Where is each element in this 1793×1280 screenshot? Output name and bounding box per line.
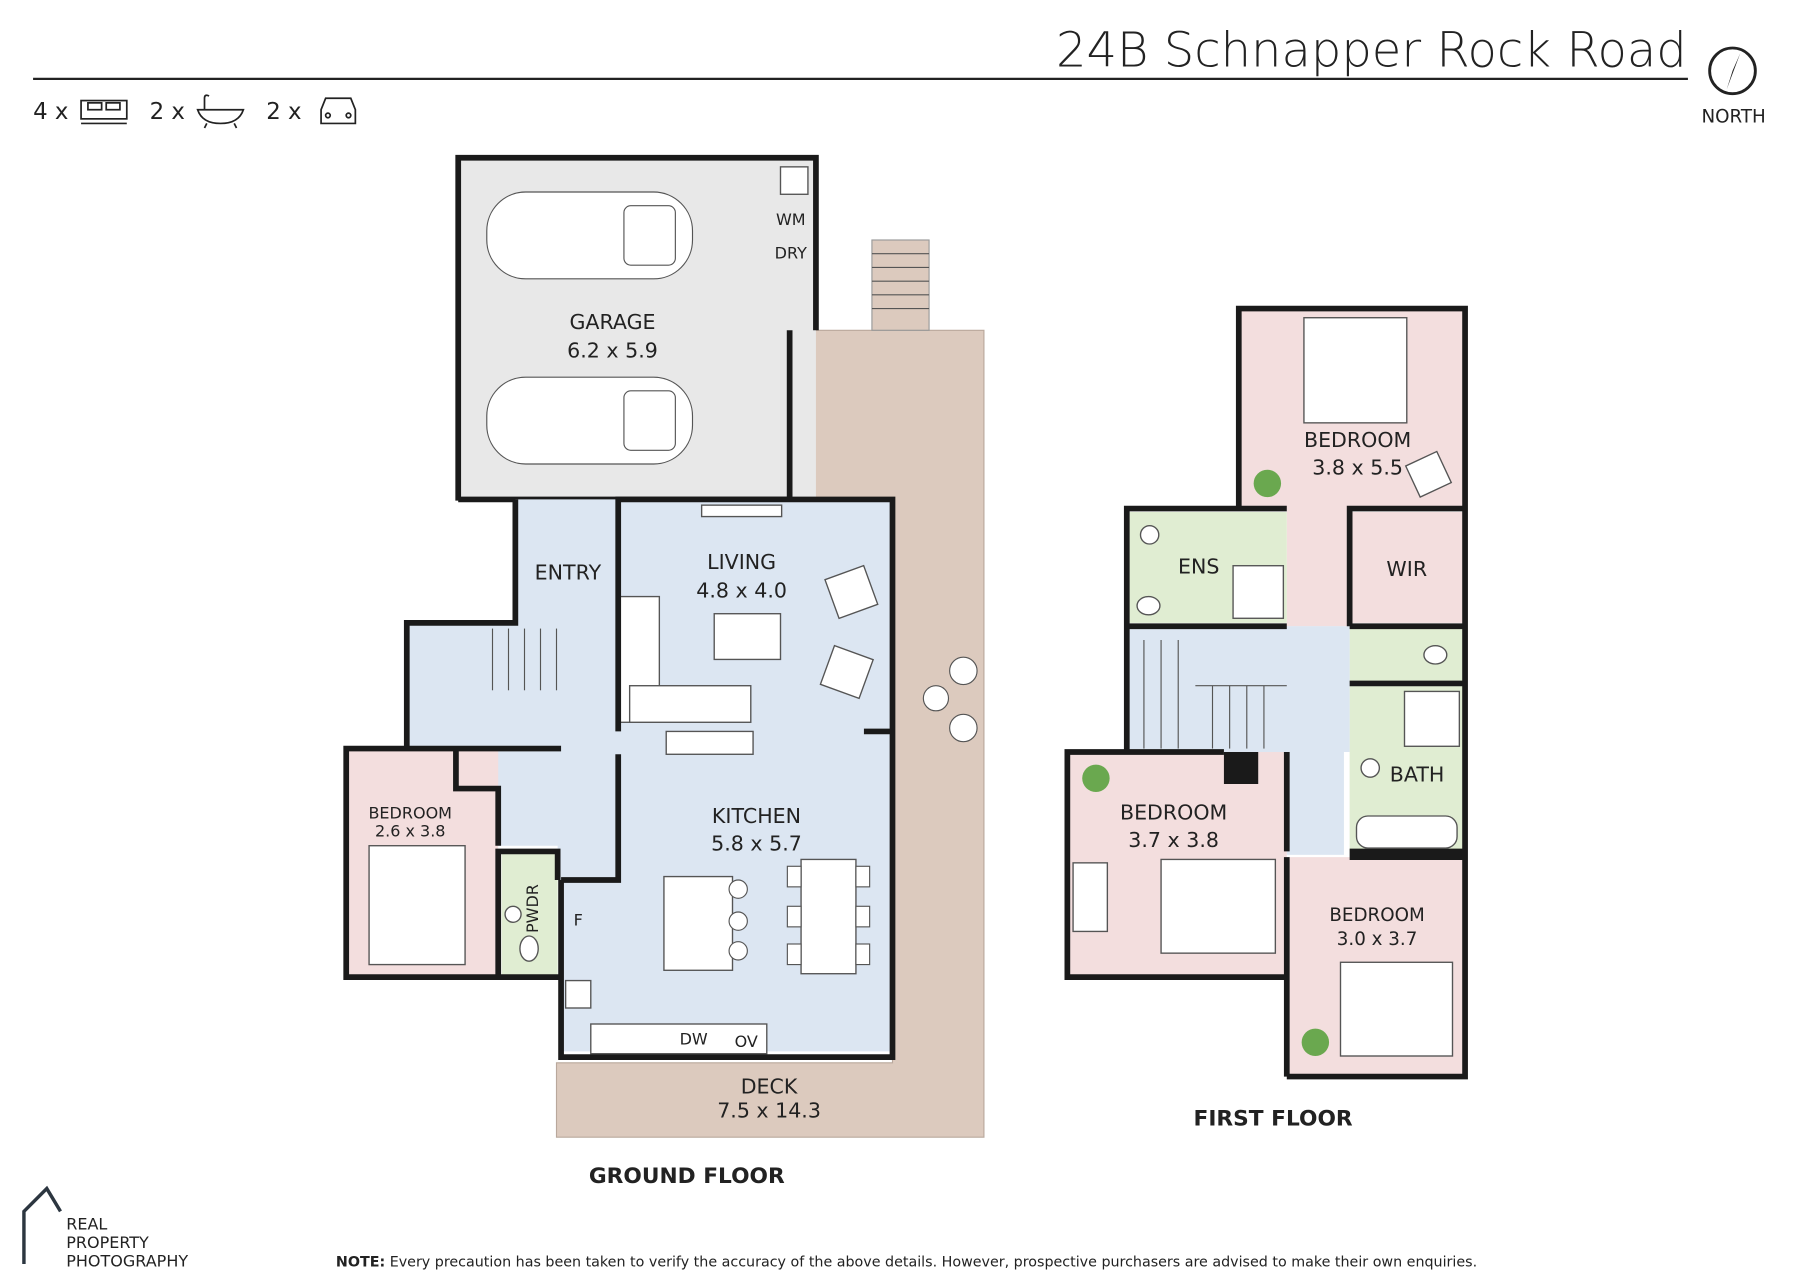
master-bedroom-label: BEDROOM — [1304, 428, 1411, 452]
bed-icon — [1339, 961, 1454, 1057]
kitchen-label: KITCHEN — [712, 804, 801, 828]
deck-area: DECK 7.5 x 14.3 — [555, 239, 985, 1138]
bed-icon — [1160, 858, 1277, 954]
outdoor-stools — [922, 656, 978, 743]
address-title: 24B Schnapper Rock Road — [1056, 22, 1687, 78]
bedroom-label: BEDROOM — [368, 803, 452, 822]
garage-room: WM DRY GARAGE 6.2 x 5.9 — [455, 154, 819, 503]
dishwasher-label: DW — [680, 1030, 708, 1049]
plant-icon — [1253, 469, 1282, 498]
fridge-label: F — [574, 911, 583, 930]
garage-label: GARAGE — [569, 310, 655, 334]
oven-label: OV — [735, 1032, 758, 1051]
shower-icon — [1232, 565, 1285, 619]
first-floor: BEDROOM 3.8 x 5.5 WIR ENS BATH — [1064, 305, 1468, 1080]
living-label: LIVING — [707, 550, 776, 574]
bedroom-2-label: BEDROOM — [1120, 800, 1227, 824]
bathtub-icon — [1355, 815, 1458, 849]
bath-count: 2 x — [150, 99, 185, 125]
stair-hall — [1126, 626, 1350, 855]
car-icon — [486, 191, 694, 465]
shower-icon — [1403, 690, 1461, 747]
bedroom-2-size: 3.7 x 3.8 — [1128, 828, 1219, 852]
armchair — [1404, 450, 1453, 498]
cooktop-icon — [564, 979, 592, 1009]
bed-icon — [1303, 317, 1408, 424]
car-icon — [320, 97, 357, 125]
car-count: 2 x — [266, 99, 301, 125]
first-floor-title: FIRST FLOOR — [1194, 1107, 1353, 1132]
wir-label: WIR — [1386, 557, 1427, 581]
disclaimer-note: NOTE: Every precaution has been taken to… — [336, 1254, 1477, 1270]
kitchen-bench — [590, 1023, 768, 1055]
living-area: DW OV F ENTRY LIVING 4.8 x 4.0 KITCHEN 5… — [406, 499, 893, 1055]
desk — [1072, 862, 1109, 933]
coffee-table — [713, 613, 782, 661]
north-label: NORTH — [1701, 106, 1765, 127]
wir-room: WIR — [1349, 512, 1466, 623]
bedroom-3-label: BEDROOM — [1329, 905, 1424, 926]
bedroom-ground: BEDROOM 2.6 x 3.8 — [346, 748, 499, 978]
kitchen-size: 5.8 x 5.7 — [711, 831, 802, 855]
master-bedroom: BEDROOM 3.8 x 5.5 — [1238, 308, 1466, 627]
plant-icon — [1082, 764, 1110, 792]
fireplace — [700, 504, 783, 518]
master-bedroom-size: 3.8 x 5.5 — [1312, 455, 1403, 479]
living-size: 4.8 x 4.0 — [696, 579, 787, 603]
deck-size: 7.5 x 14.3 — [717, 1099, 821, 1123]
company-logo: REAL PROPERTY PHOTOGRAPHY — [22, 1185, 188, 1270]
ground-floor: DECK 7.5 x 14.3 WM DRY GARAGE 6.2 x 5.9 — [343, 154, 985, 1138]
bathroom: BATH — [1349, 685, 1466, 852]
plant-icon — [1301, 1028, 1330, 1056]
kitchen-island — [663, 875, 734, 971]
bedroom-2: BEDROOM 3.7 x 3.8 — [1067, 752, 1287, 978]
bed-icon — [368, 845, 466, 966]
ens-label: ENS — [1178, 555, 1219, 579]
dryer-label: DRY — [775, 243, 807, 262]
entry-label: ENTRY — [535, 560, 602, 584]
toilet-room — [1349, 626, 1466, 684]
pwdr-label: PWDR — [523, 884, 542, 933]
washing-machine-label: WM — [776, 210, 806, 229]
bedroom-size: 2.6 x 3.8 — [375, 822, 446, 841]
bedroom-3-size: 3.0 x 3.7 — [1337, 929, 1418, 950]
bath-icon — [196, 94, 245, 129]
ground-floor-title: GROUND FLOOR — [589, 1164, 785, 1189]
ensuite-room: ENS — [1126, 512, 1287, 623]
bedroom-3: BEDROOM 3.0 x 3.7 — [1286, 857, 1466, 1077]
bed-count: 4 x — [33, 99, 68, 125]
svg-text:PROPERTY: PROPERTY — [66, 1233, 149, 1252]
deck-label: DECK — [741, 1075, 798, 1099]
armchair — [824, 564, 879, 620]
dining-table — [800, 858, 857, 975]
bed-icon — [80, 99, 128, 125]
svg-text:REAL: REAL — [66, 1215, 107, 1234]
svg-text:PHOTOGRAPHY: PHOTOGRAPHY — [66, 1251, 188, 1270]
deck-stairs — [871, 239, 930, 331]
powder-room: PWDR — [501, 851, 558, 978]
laundry-sink-icon — [779, 166, 809, 195]
bath-label: BATH — [1390, 763, 1445, 787]
compass-icon — [1708, 46, 1757, 96]
armchair — [819, 644, 875, 700]
garage-size: 6.2 x 5.9 — [567, 339, 658, 363]
